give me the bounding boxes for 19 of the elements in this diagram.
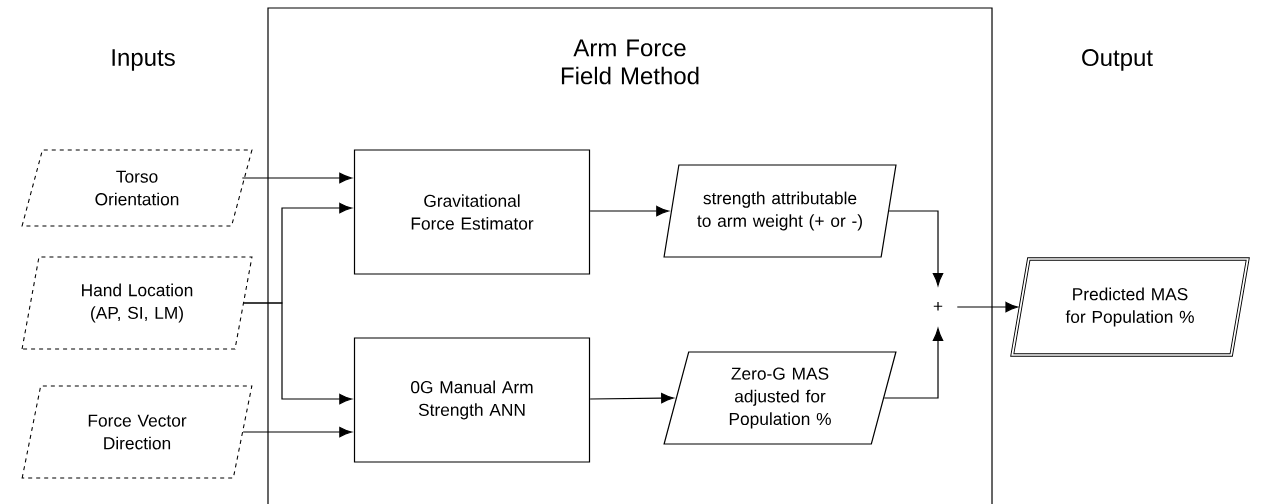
- arrow: [888, 210, 944, 286]
- arrow: [956, 301, 1019, 313]
- data-parallelogram: Zero-G MAS adjusted for Population %: [663, 351, 897, 445]
- arrow: [883, 328, 944, 399]
- arrow: [242, 426, 353, 438]
- input-parallelogram: Hand Location (AP, SI, LM): [21, 256, 253, 350]
- arrow: [241, 172, 353, 184]
- process-box: Gravitational Force Estimator: [353, 149, 591, 275]
- input-parallelogram: Force Vector Direction: [21, 385, 253, 479]
- arrow: [589, 392, 674, 404]
- input-parallelogram: Torso Orientation: [21, 149, 253, 227]
- output-parallelogram: Predicted MAS for Population %: [1010, 257, 1250, 357]
- process-box: 0G Manual Arm Strength ANN: [353, 337, 591, 463]
- sum-junction: +: [933, 302, 943, 311]
- column-heading: Inputs: [112, 49, 175, 71]
- column-heading: Output: [1082, 49, 1153, 71]
- arrow: [589, 205, 670, 217]
- data-parallelogram: strength attributable to arm weight (+ or -): [663, 164, 897, 258]
- arrow: [243, 302, 353, 405]
